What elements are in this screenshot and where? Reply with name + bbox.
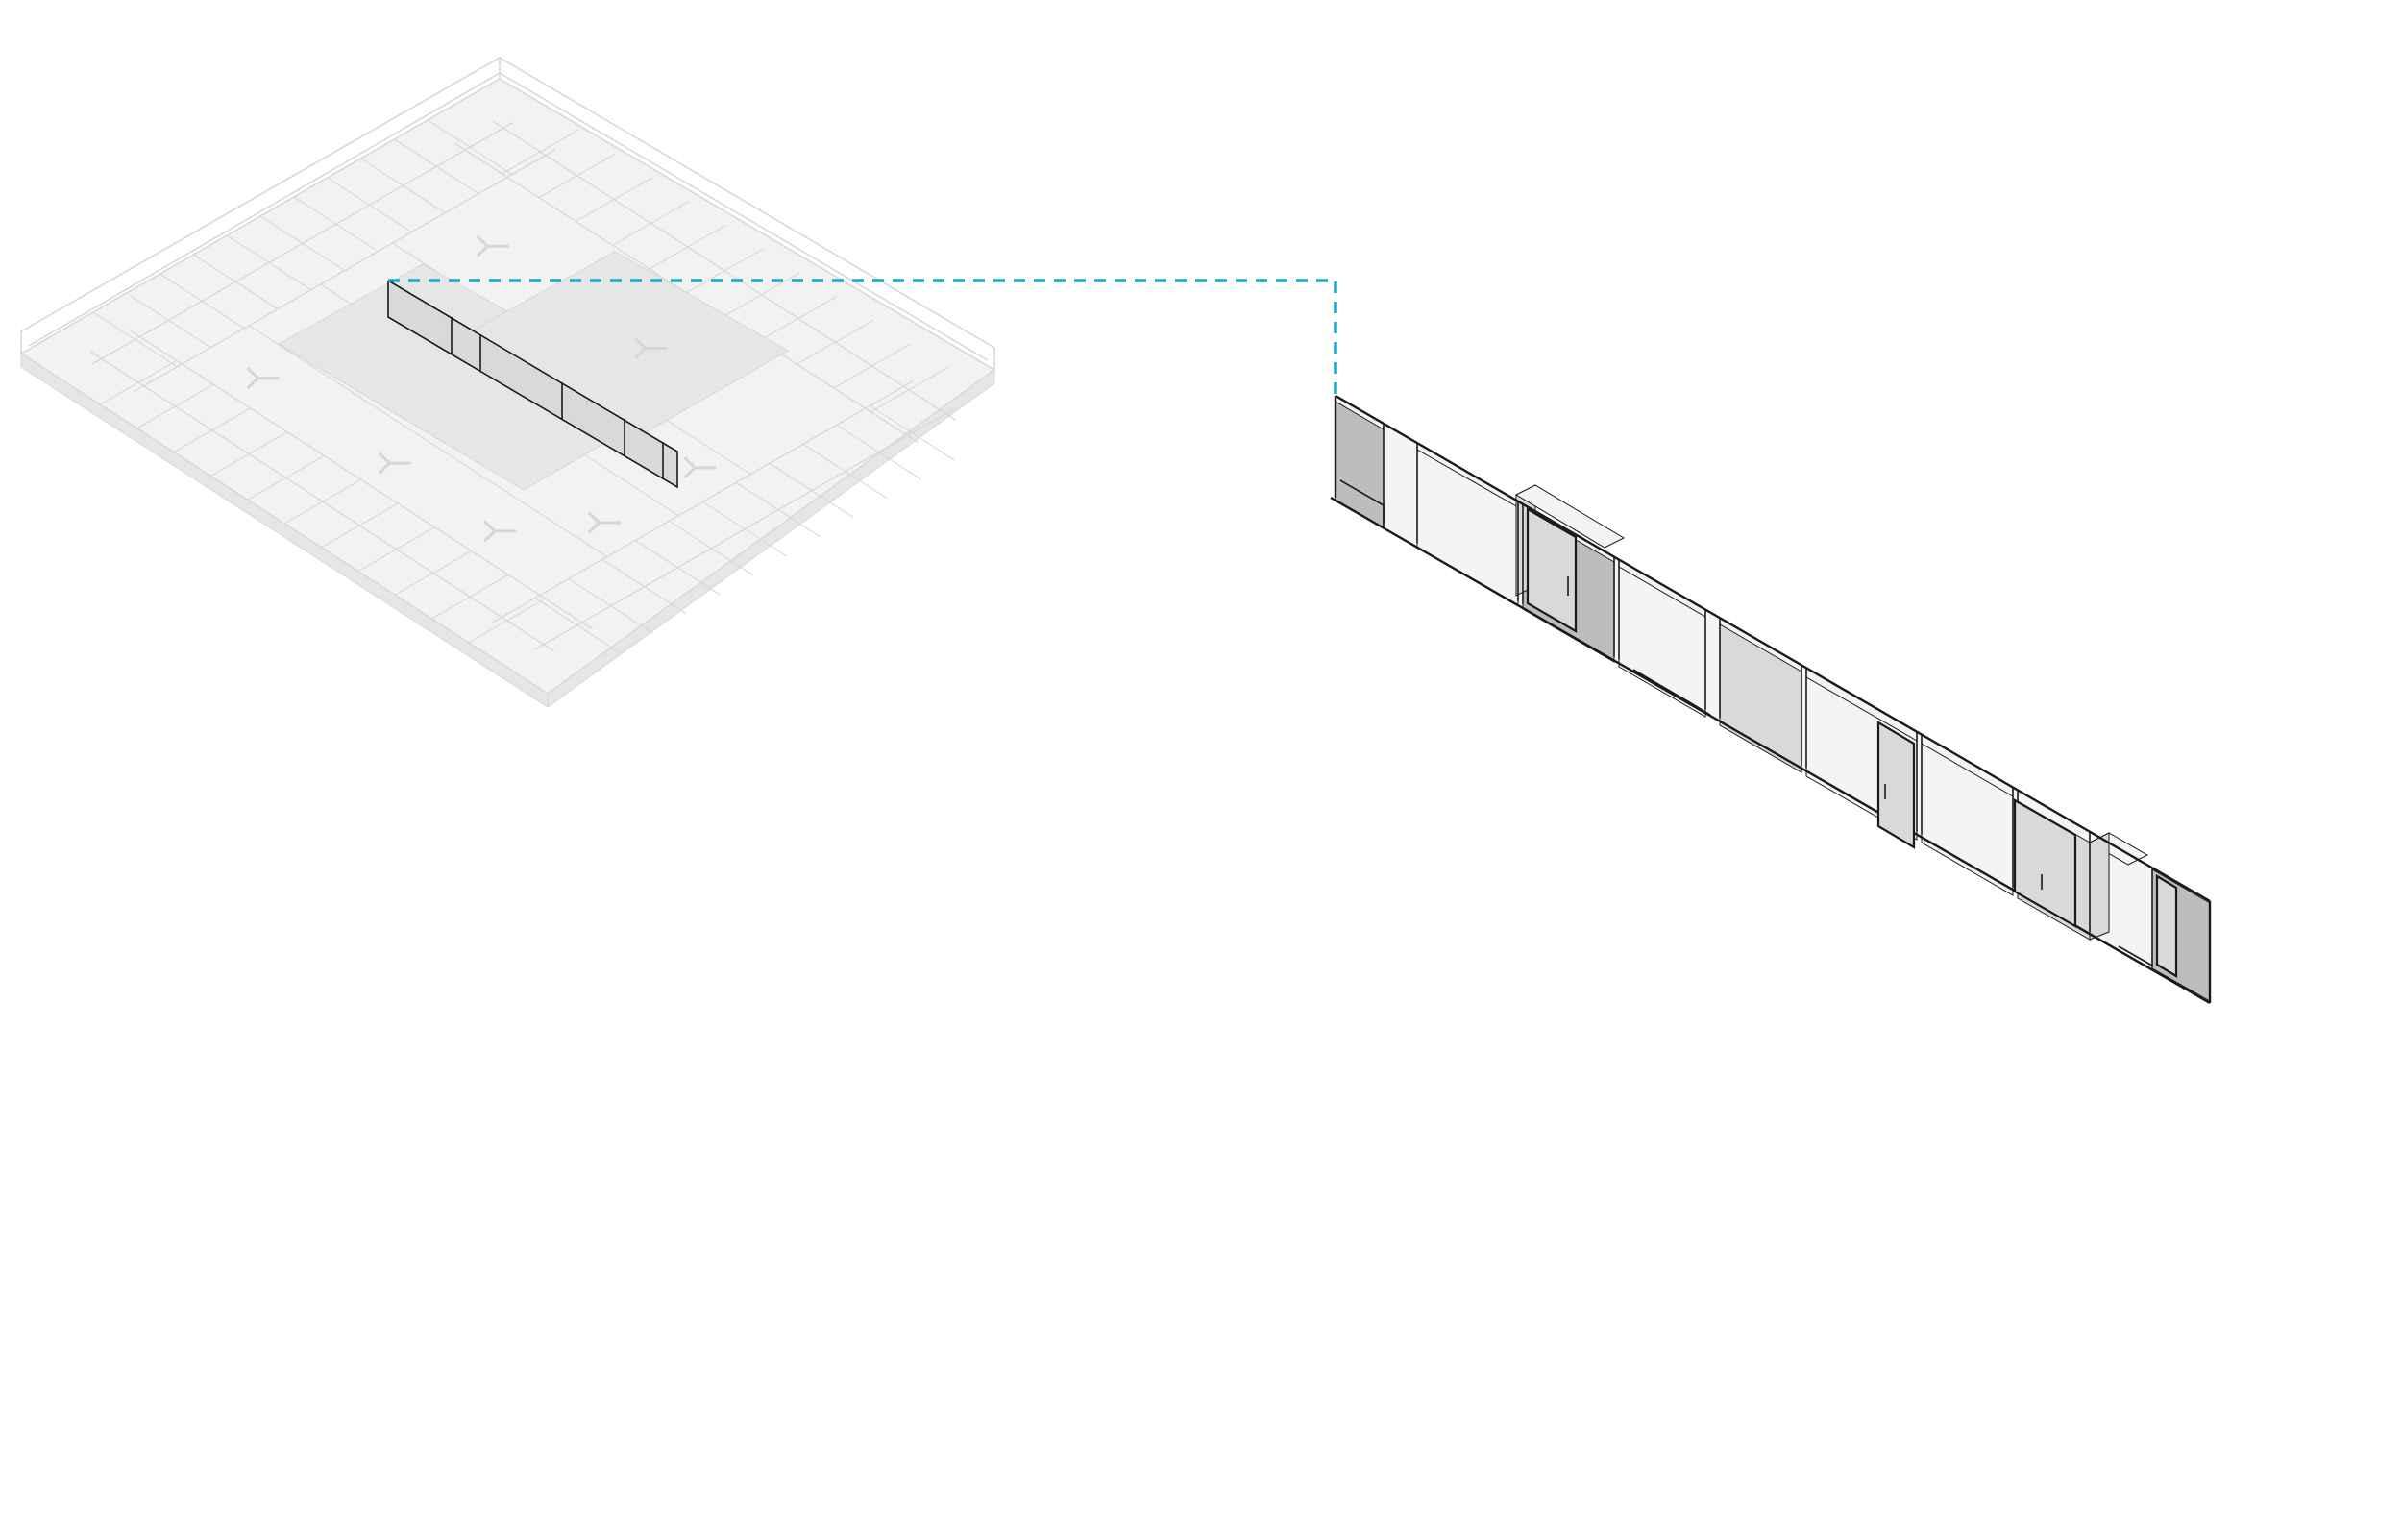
outer-wall-top-left <box>28 72 501 347</box>
elevation-bottom-edge <box>1330 496 2211 1005</box>
room-partition <box>193 254 279 310</box>
room-partition <box>394 138 479 194</box>
room-partition <box>635 539 721 596</box>
room-partition <box>612 201 690 246</box>
door-leaf <box>2155 874 2178 978</box>
room-grid <box>90 119 957 653</box>
room-partition <box>601 558 687 615</box>
room-partition <box>870 367 948 413</box>
room-partition <box>247 455 325 501</box>
outer-wall-back-left <box>20 56 501 354</box>
elevation-door <box>1876 721 1916 849</box>
workstation-desk <box>378 452 391 465</box>
room-partition <box>669 520 754 576</box>
room-partition <box>327 177 412 233</box>
elevation-door <box>1526 507 1578 633</box>
workstation-desk <box>378 461 391 475</box>
room-partition <box>723 272 800 317</box>
workstation-clusters <box>246 234 717 543</box>
room-partition <box>797 319 874 365</box>
room-partition <box>357 526 435 572</box>
isometric-floor-plan <box>19 56 996 708</box>
workstation-desk <box>633 347 648 359</box>
room-partition <box>735 481 821 538</box>
room-partition <box>394 550 473 596</box>
elevation-plinth-step <box>1632 669 1711 716</box>
room-partition <box>870 404 955 461</box>
room-partition <box>833 343 911 389</box>
room-partition <box>769 462 854 519</box>
door-leaf <box>1526 507 1578 633</box>
room-partition <box>431 574 509 620</box>
highlighted-wall-outline <box>387 280 678 489</box>
room-partition <box>92 311 178 368</box>
room-partition <box>126 292 211 349</box>
room-partition <box>568 578 653 634</box>
door-leaf <box>2013 798 2077 928</box>
isometric-wall-elevation <box>1330 394 2212 1005</box>
room-partition <box>759 296 837 341</box>
workstation-desk <box>633 337 648 350</box>
corridor-line <box>248 325 607 557</box>
room-partition <box>99 359 178 405</box>
room-partition <box>686 248 764 294</box>
room-partition <box>159 273 245 330</box>
elevation-top-edge <box>1335 394 2211 903</box>
workstation-desk <box>587 521 600 534</box>
room-partition <box>649 224 726 270</box>
room-partition <box>538 153 616 199</box>
elevation-door <box>2013 798 2077 928</box>
room-partition <box>226 234 312 291</box>
workstation-desk <box>246 377 259 390</box>
highlighted-wall-face <box>388 281 677 487</box>
room-partition <box>468 598 546 644</box>
elevation-projecting-bay-right-side <box>2089 832 2110 941</box>
elevation-projecting-bay-top <box>1514 484 1626 549</box>
workstation-desk <box>683 456 697 469</box>
workstation-desk <box>483 520 497 532</box>
room-partition <box>534 598 620 653</box>
outer-wall-back-right <box>499 57 995 370</box>
room-partition <box>173 407 251 453</box>
workstation-desk <box>483 529 497 543</box>
room-partition <box>210 431 288 477</box>
workstation-desk <box>476 245 489 257</box>
room-partition <box>428 119 513 175</box>
room-partition <box>321 502 399 549</box>
elevation-door <box>2155 874 2178 978</box>
door-leaf <box>1876 721 1916 849</box>
highlighted-partition-wall <box>387 280 678 489</box>
workstation-desk <box>246 367 259 379</box>
workstation-desk <box>476 234 489 248</box>
elevation-plinth <box>2118 945 2153 966</box>
room-partition <box>259 215 345 272</box>
room-partition <box>702 501 788 557</box>
workstation-desk <box>587 511 600 525</box>
room-partition <box>836 424 921 480</box>
room-partition <box>136 383 214 429</box>
workstation-desk <box>683 466 697 479</box>
room-partition <box>502 129 579 175</box>
room-partition <box>283 478 361 525</box>
room-partition <box>293 196 379 253</box>
room-partition <box>575 177 653 222</box>
outer-wall-top-right <box>499 72 989 361</box>
elevation-plinth <box>1339 479 1385 527</box>
room-partition <box>802 443 888 500</box>
room-partition <box>360 158 446 213</box>
